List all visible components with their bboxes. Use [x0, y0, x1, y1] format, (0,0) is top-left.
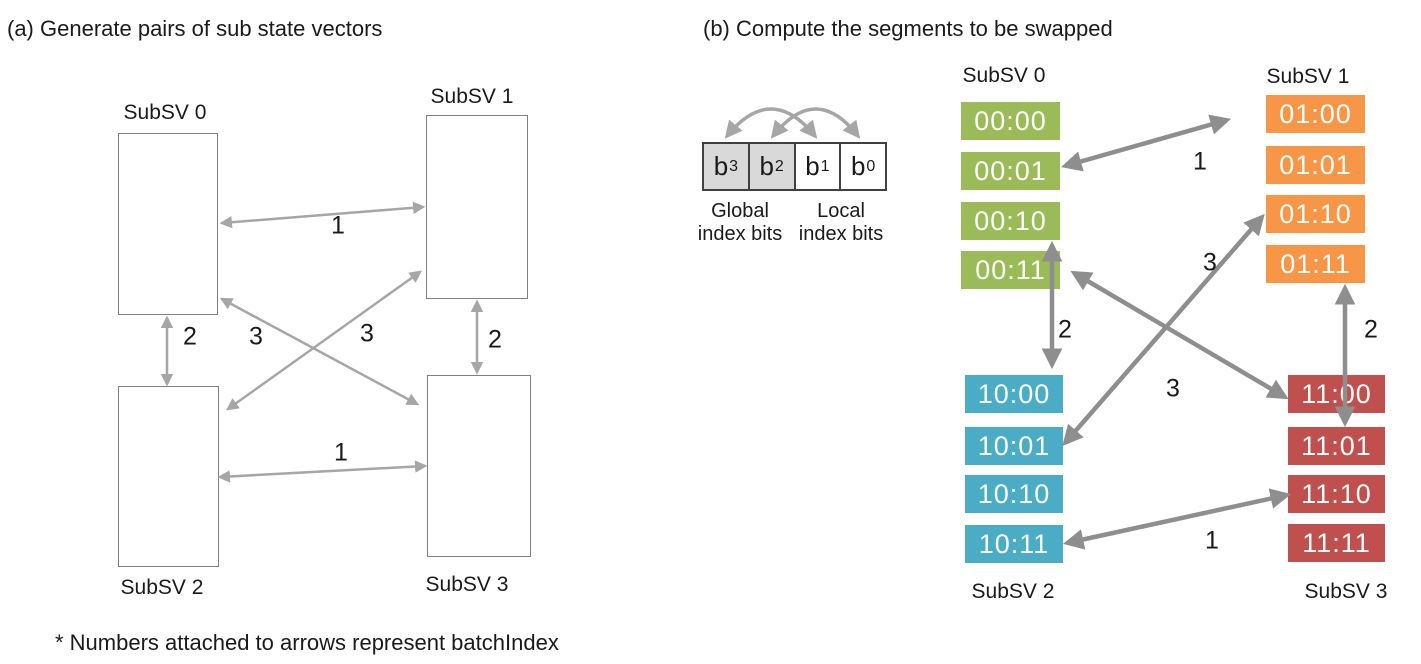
segment-value: 01:00 [1279, 98, 1352, 129]
segment-value: 01:11 [1280, 248, 1351, 279]
batchindex-label-2-right: 2 [488, 325, 502, 354]
batchindex-label-2-right-b: 2 [1364, 315, 1378, 344]
segment-value: 00:11 [975, 254, 1046, 285]
segment-value: 11:11 [1302, 527, 1371, 558]
batchindex-label-1-bottom-b: 1 [1205, 526, 1219, 555]
segment-value: 10:00 [977, 378, 1051, 409]
segment-value: 01:10 [1279, 198, 1352, 229]
footnote: * Numbers attached to arrows represent b… [55, 630, 559, 655]
segment-value: 11:10 [1301, 478, 1372, 509]
segment-value: 00:01 [974, 155, 1047, 186]
global-label-line2: index bits [697, 223, 783, 245]
batchindex-label-1-bottom: 1 [334, 438, 348, 467]
segment-10-00: 10:00 [965, 375, 1063, 413]
subsv2-label: SubSV 2 [120, 576, 204, 599]
subsv2-box [118, 386, 219, 567]
subsv1-column-label: SubSV 1 [1266, 65, 1350, 88]
subsv0-column-label: SubSV 0 [962, 64, 1046, 87]
global-index-bits-label: Global index bits [698, 200, 783, 246]
segment-value: 01:01 [1279, 149, 1352, 180]
batchindex-label-3-left: 3 [249, 322, 263, 351]
subsv3-column-label: SubSV 3 [1304, 580, 1388, 603]
subsv1-label: SubSV 1 [430, 85, 514, 108]
segment-10-11: 10:11 [965, 525, 1063, 563]
segment-11-11: 11:11 [1288, 524, 1385, 562]
segment-01-01: 01:01 [1266, 146, 1365, 184]
global-label-line1: Global [711, 200, 769, 222]
segment-00-00: 00:00 [961, 102, 1060, 140]
batchindex-label-1-top: 1 [331, 211, 345, 240]
batchindex-label-1-top-b: 1 [1193, 147, 1207, 176]
subsv3-label: SubSV 3 [425, 573, 509, 596]
segment-value: 10:10 [977, 478, 1051, 509]
segment-00-10: 00:10 [961, 202, 1060, 240]
segment-10-01: 10:01 [965, 427, 1063, 465]
segment-10-10: 10:10 [965, 475, 1063, 513]
segment-value: 11:01 [1301, 430, 1372, 461]
batchindex-label-3-upper-b: 3 [1203, 248, 1217, 277]
segment-00-01: 00:01 [961, 152, 1060, 190]
segment-11-10: 11:10 [1288, 475, 1385, 513]
segment-value: 10:01 [977, 430, 1051, 461]
panel-b-title: (b) Compute the segments to be swapped [703, 16, 1113, 41]
subsv0-label: SubSV 0 [123, 101, 207, 124]
batchindex-label-3-lower-b: 3 [1166, 374, 1180, 403]
segment-value: 10:11 [978, 528, 1050, 559]
batchindex-label-2-left-b: 2 [1058, 315, 1072, 344]
subsv1-box [426, 115, 528, 299]
local-index-bits-label: Local index bits [799, 200, 884, 246]
subsv2-column-label: SubSV 2 [971, 580, 1055, 603]
segment-01-00: 01:00 [1266, 95, 1365, 133]
segment-value: 00:00 [974, 105, 1047, 136]
segment-11-01: 11:01 [1288, 427, 1385, 465]
local-label-line1: Local [817, 200, 865, 222]
subsv3-box [427, 375, 531, 557]
subsv0-box [118, 133, 218, 315]
batchindex-label-3-right: 3 [360, 319, 374, 348]
panel-a-title: (a) Generate pairs of sub state vectors [7, 16, 383, 41]
segment-value: 00:10 [974, 205, 1047, 236]
local-label-line2: index bits [798, 223, 884, 245]
batchindex-label-2-left: 2 [183, 322, 197, 351]
segment-01-10: 01:10 [1266, 195, 1365, 233]
